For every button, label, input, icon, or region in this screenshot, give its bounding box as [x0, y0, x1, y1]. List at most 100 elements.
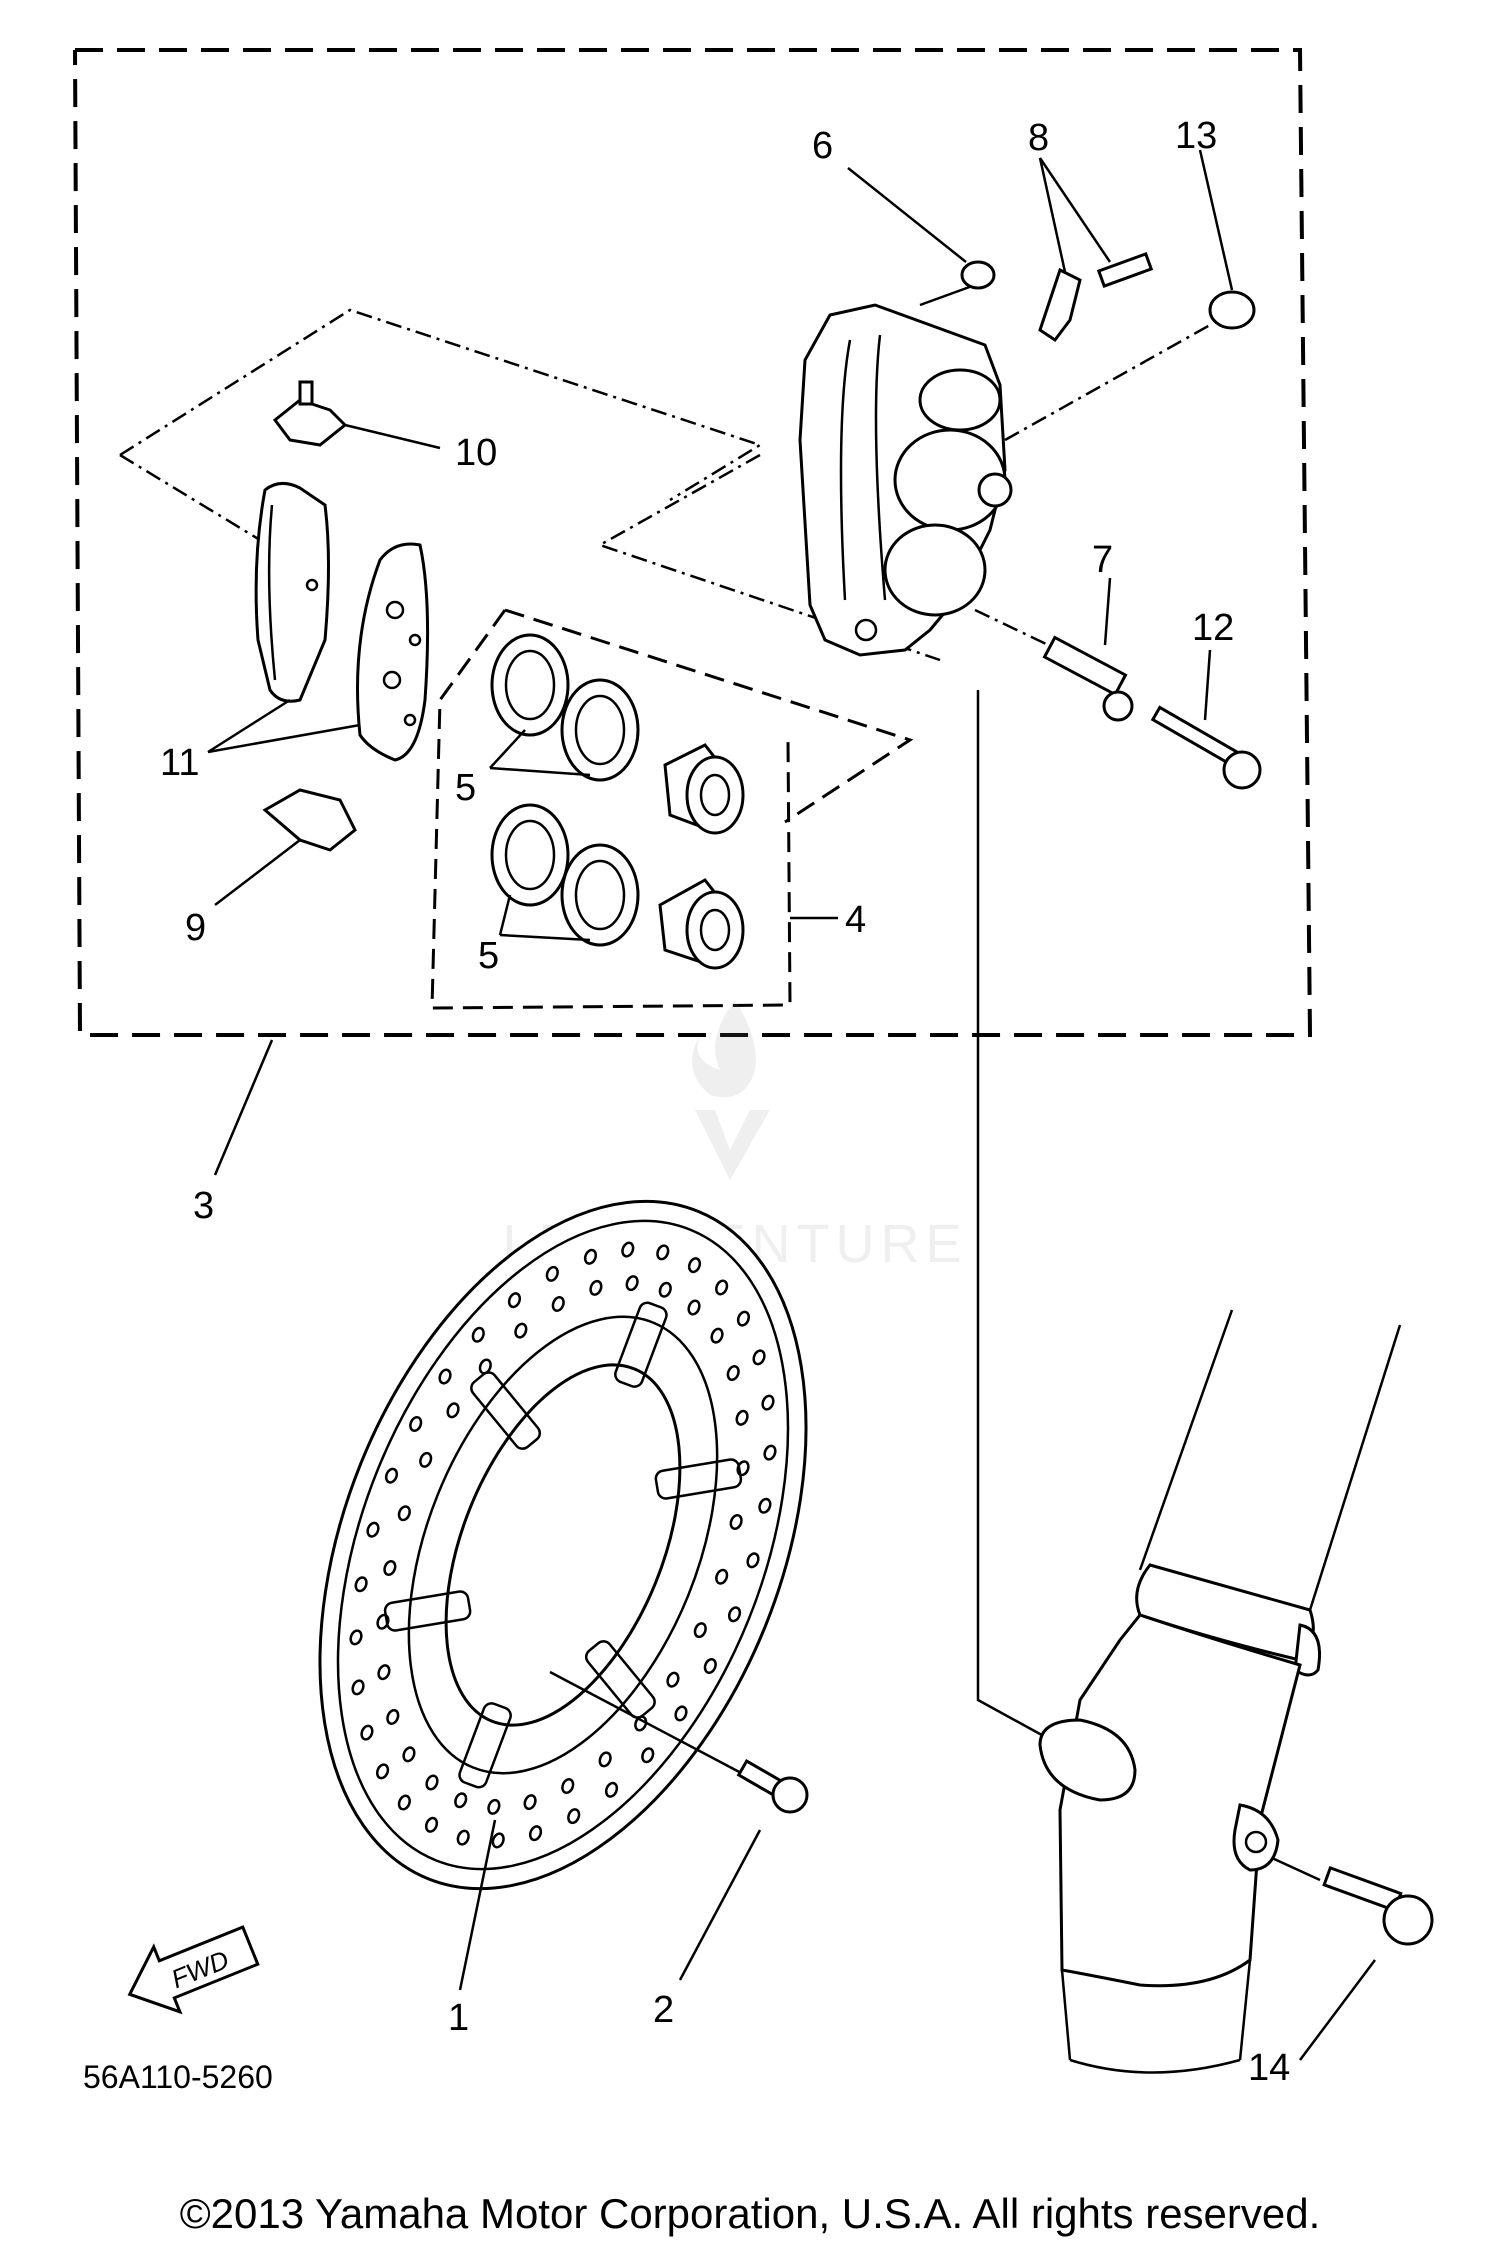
disc-hole — [763, 1444, 777, 1461]
caliper-bracket: 8 — [1028, 117, 1154, 343]
front-fork — [1038, 1309, 1402, 2074]
disc-hole — [424, 1816, 439, 1833]
seal-kit-outline: 4 — [430, 608, 914, 1010]
disc-hole — [366, 1521, 380, 1538]
disc-hole — [456, 1829, 470, 1846]
brake-caliper-body — [596, 283, 1211, 667]
disc-hole — [375, 1763, 390, 1780]
diagram-code: 56A110-5260 — [83, 2059, 273, 2095]
disc-bolt: 2 — [549, 1670, 809, 2031]
disc-hole — [735, 1409, 749, 1426]
disc-hole — [666, 1671, 680, 1688]
disc-hole — [598, 1751, 612, 1768]
brake-disc — [318, 1199, 808, 1891]
callout-2: 2 — [653, 1989, 674, 2031]
disc-hole — [736, 1310, 751, 1327]
callout-7: 7 — [1092, 539, 1113, 581]
disc-hole — [425, 1774, 439, 1791]
disc-slot — [458, 1702, 512, 1789]
callout-10: 10 — [455, 432, 497, 474]
disc-hole — [360, 1724, 374, 1741]
disc-hole — [710, 1327, 724, 1344]
disc-hole — [687, 1299, 701, 1316]
disc-hole — [523, 1794, 537, 1811]
disc-hole — [729, 1513, 743, 1530]
bleed-screw-cap: 6 — [812, 125, 996, 290]
disc-hole — [384, 1467, 399, 1484]
disc-hole — [567, 1808, 581, 1825]
disc-hole — [386, 1708, 400, 1725]
disc-hole — [703, 1657, 717, 1674]
disc-hole — [528, 1825, 543, 1842]
callout-12: 12 — [1192, 607, 1234, 649]
disc-hole — [409, 1416, 423, 1433]
pad-spring: 9 — [185, 788, 357, 949]
callout-11-leaders: 11 — [160, 698, 361, 784]
caliper-bolt: 12 — [1150, 607, 1262, 790]
copyright-notice: ©2013 Yamaha Motor Corporation, U.S.A. A… — [179, 2190, 1321, 2237]
disc-slot — [470, 1371, 542, 1450]
disc-slot — [584, 1640, 656, 1719]
disc-hole — [715, 1568, 729, 1585]
disc-holes — [349, 1241, 777, 1849]
disc-hole — [419, 1451, 433, 1468]
disc-hole — [446, 1402, 460, 1419]
disc-slots — [383, 1301, 743, 1789]
disc-hole — [634, 1715, 648, 1732]
disc-hole — [351, 1679, 365, 1696]
disc-callout: 1 — [448, 1819, 497, 2039]
callout-8: 8 — [1028, 117, 1049, 159]
disc-hole — [687, 1257, 702, 1274]
disc-hole — [715, 1279, 729, 1296]
dust-cap: 13 — [1175, 115, 1256, 330]
disc-hole — [397, 1794, 411, 1811]
brake-pad-inner — [254, 482, 330, 703]
disc-hole — [545, 1265, 559, 1282]
disc-hole — [471, 1326, 485, 1343]
disc-hole — [726, 1365, 740, 1382]
disc-hole — [454, 1792, 468, 1809]
piston-seals-upper: 5 — [455, 633, 640, 809]
disc-hole — [656, 1244, 670, 1261]
disc-hole — [604, 1781, 619, 1798]
disc-hole — [507, 1292, 522, 1309]
callout-6: 6 — [812, 125, 833, 167]
disc-hole — [693, 1622, 707, 1639]
disc-hole — [758, 1497, 772, 1514]
callout-13: 13 — [1175, 115, 1217, 157]
axle-clamp-bolt: 14 — [1248, 1856, 1434, 2089]
disc-hole — [383, 1560, 397, 1577]
piston-lower — [658, 878, 745, 970]
disc-slot — [654, 1458, 743, 1500]
disc-hole — [402, 1746, 416, 1763]
disc-slot — [383, 1590, 472, 1632]
brake-pad-outer — [356, 542, 430, 762]
disc-hole — [561, 1778, 575, 1795]
disc-hole — [487, 1798, 501, 1815]
piston-seals-lower: 5 — [478, 803, 640, 977]
callout-11: 11 — [160, 742, 199, 784]
disc-hole — [727, 1606, 742, 1623]
disc-hole — [752, 1349, 766, 1366]
disc-hole — [514, 1322, 528, 1339]
callout-1: 1 — [448, 1997, 469, 2039]
caliper-mount-leader — [976, 690, 1061, 1747]
callout-5-lower: 5 — [478, 935, 499, 977]
disc-hole — [746, 1552, 760, 1569]
disc-hole — [621, 1241, 635, 1258]
disc-hole — [397, 1505, 411, 1522]
callout-3: 3 — [193, 1185, 214, 1227]
disc-hole — [583, 1248, 598, 1265]
disc-hole — [349, 1629, 363, 1646]
disc-hole — [478, 1358, 492, 1375]
disc-slot — [614, 1301, 668, 1388]
piston-upper — [663, 743, 745, 835]
disc-hole — [625, 1275, 639, 1292]
disc-hole — [551, 1295, 565, 1312]
disc-hole — [674, 1705, 688, 1722]
callout-9: 9 — [185, 907, 206, 949]
disc-hole — [377, 1664, 391, 1681]
caliper-assembly-boundary: 3 — [73, 48, 1313, 1227]
disc-hole — [641, 1747, 655, 1764]
